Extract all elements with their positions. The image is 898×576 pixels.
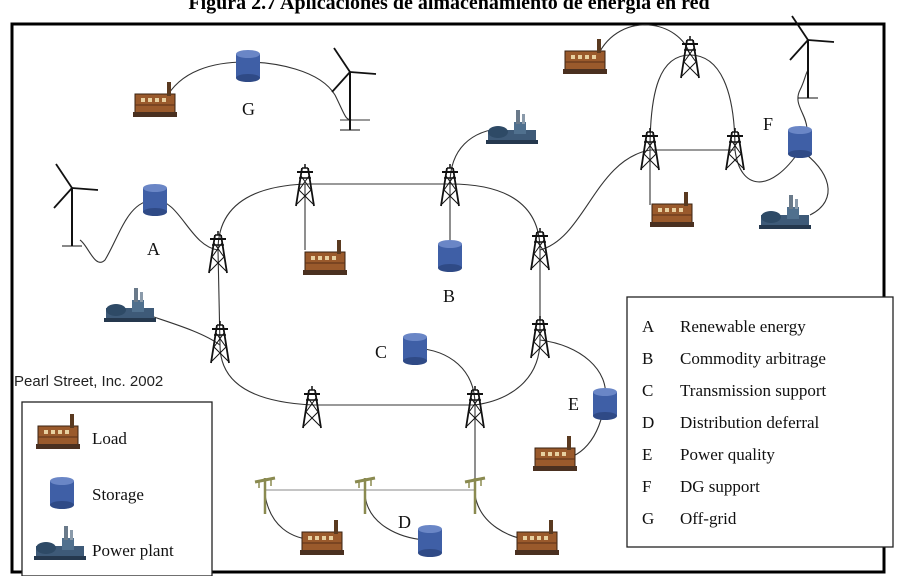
wind-turbine-icon xyxy=(53,163,99,247)
storage-icon xyxy=(236,50,260,82)
factory-icon xyxy=(302,239,348,276)
factory-icon xyxy=(532,435,578,472)
legend-label-storage: Storage xyxy=(92,485,144,504)
legend-letter-f: F xyxy=(642,477,651,496)
legend-storage-icon xyxy=(50,477,74,509)
legend-text-c: Transmission support xyxy=(680,381,827,400)
key-legend: Load Storage Power plant xyxy=(21,401,213,576)
factory-icon xyxy=(514,519,560,556)
power-plant-icon xyxy=(759,195,811,229)
credit-text: Pearl Street, Inc. 2002 xyxy=(14,373,163,390)
legend-text-a: Renewable energy xyxy=(680,317,806,336)
storage-icon xyxy=(593,388,617,420)
site-label-e: E xyxy=(568,394,579,414)
storage-icon xyxy=(418,525,442,557)
site-label-g: G xyxy=(242,99,255,119)
legend-letter-e: E xyxy=(642,445,652,464)
legend-text-e: Power quality xyxy=(680,445,775,464)
legend-text-d: Distribution deferral xyxy=(680,413,820,432)
site-label-b: B xyxy=(443,286,455,306)
legend-text-b: Commodity arbitrage xyxy=(680,349,826,368)
legend-letter-c: C xyxy=(642,381,653,400)
storage-icon xyxy=(788,126,812,158)
site-label-d: D xyxy=(398,512,411,532)
storage-icon xyxy=(143,184,167,216)
transmission-tower xyxy=(302,385,322,429)
distribution-pole xyxy=(253,476,277,516)
storage-icon xyxy=(438,240,462,272)
legend-text-g: Off-grid xyxy=(680,509,737,528)
storage-icon xyxy=(403,333,427,365)
distribution-pole xyxy=(463,476,487,516)
factory-icon xyxy=(562,38,608,75)
legend-letter-a: A xyxy=(642,317,655,336)
site-label-f: F xyxy=(763,114,773,134)
legend-letter-g: G xyxy=(642,509,654,528)
factory-icon xyxy=(132,81,178,118)
wind-turbine-icon xyxy=(789,15,835,99)
legend-letter-d: D xyxy=(642,413,654,432)
factory-icon xyxy=(649,191,695,228)
legend-label-power-plant: Power plant xyxy=(92,541,174,560)
distribution-pole xyxy=(353,476,377,516)
legend-letter-b: B xyxy=(642,349,653,368)
site-label-a: A xyxy=(147,239,160,259)
site-label-c: C xyxy=(375,342,387,362)
legend-text-f: DG support xyxy=(680,477,760,496)
applications-legend: A Renewable energy B Commodity arbitrage… xyxy=(626,296,894,548)
power-plant-icon xyxy=(104,288,156,322)
wind-turbine-icon xyxy=(331,47,377,131)
power-plant-icon xyxy=(486,110,538,144)
factory-icon xyxy=(299,519,345,556)
transmission-loop xyxy=(217,183,541,406)
legend-label-load: Load xyxy=(92,429,127,448)
figure-title: Figura 2.7 Aplicaciones de almacenamient… xyxy=(188,0,710,14)
